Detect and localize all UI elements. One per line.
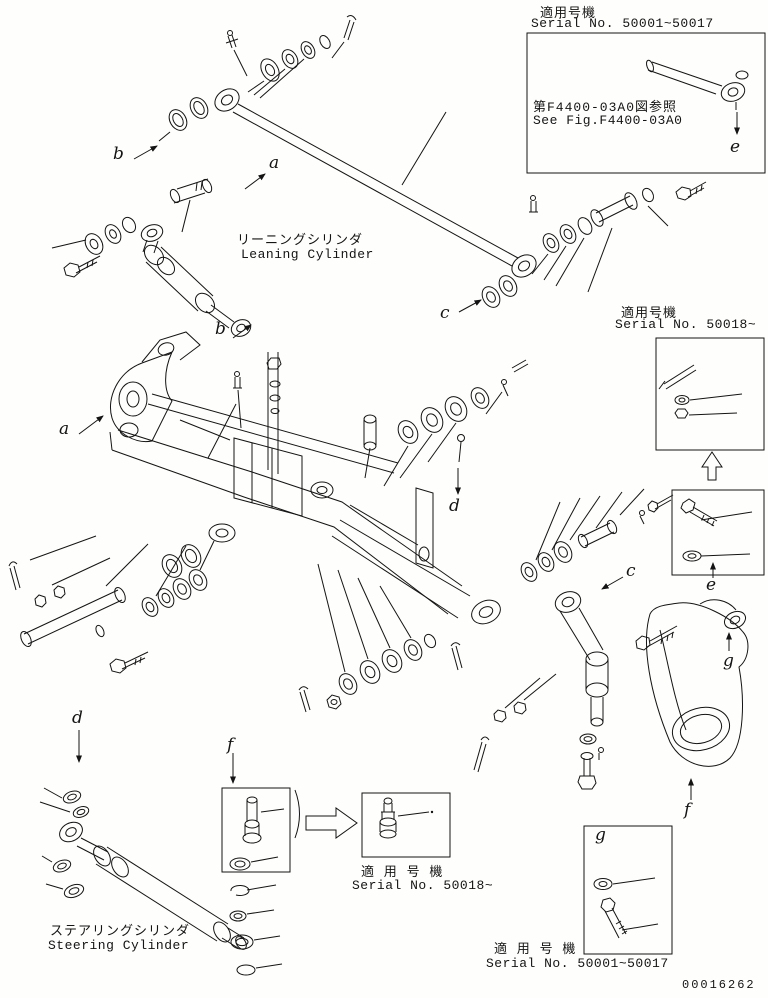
- note-bottom-right-jp: 適 用 号 機: [494, 942, 577, 957]
- note-top-right-en: Serial No. 50001~50017: [531, 16, 714, 31]
- ref-box-serial-50018-pin: [655, 337, 765, 451]
- note-ref-fig-en: See Fig.F4400-03A0: [533, 113, 683, 128]
- right-block-arrow: [305, 807, 358, 839]
- ref-box-washer-bolt-g: [583, 825, 673, 955]
- note-top-right-jp: 適用号機: [540, 6, 597, 21]
- note-bottom-mid-en: Serial No. 50018~: [352, 878, 494, 893]
- callout-a-housing: a: [59, 419, 70, 439]
- note-bottom-right-en: Serial No. 50001~50017: [486, 956, 669, 971]
- bushing-row-center: [363, 359, 529, 487]
- callout-c-knuckle-arm: c: [626, 561, 636, 581]
- callout-e-bolt-box: e: [706, 575, 717, 595]
- callout-g-knuckle: g: [723, 651, 734, 671]
- note-mid-right-en: Serial No. 50018~: [615, 317, 757, 332]
- leaning-cylinder: [140, 224, 252, 337]
- callout-e-ref-box: e: [730, 137, 741, 157]
- up-block-arrow: [701, 451, 723, 481]
- callout-g-ref-box: g: [595, 825, 606, 845]
- seal-kit-stack-f: [229, 856, 283, 976]
- ref-box-valve-f: [221, 787, 300, 873]
- kingpin-parts-right: [520, 488, 674, 582]
- callout-d-center: d: [449, 496, 460, 516]
- pivot-pin-small: [169, 178, 213, 233]
- note-bottom-mid-jp: 適 用 号 機: [361, 865, 444, 880]
- callout-f-knuckle-bottom: f: [684, 800, 691, 820]
- tie-rod-assembly: [158, 15, 537, 308]
- steering-knuckle: [554, 591, 749, 790]
- callout-b-housing: b: [215, 319, 226, 339]
- note-ref-fig-jp: 第F4400-03A0図参照: [533, 100, 678, 115]
- tie-rod-end-parts-right: [529, 181, 707, 293]
- axle-housing: [109, 331, 501, 625]
- part-number: 00016262: [682, 978, 756, 992]
- label-steering-cylinder-en: Steering Cylinder: [48, 938, 190, 953]
- ref-box-grease-fitting: [361, 792, 451, 858]
- ref-box-bolt-washer-e: [671, 489, 765, 578]
- bushing-row-bottom: [298, 563, 557, 773]
- label-steering-cylinder-jp: ステアリングシリンダ: [50, 924, 191, 939]
- ref-box-tie-rod-end: [526, 32, 766, 174]
- pivot-pin-group-left: [8, 535, 215, 674]
- callout-a-pin: a: [269, 153, 280, 173]
- callout-b-tie-rod: b: [113, 144, 124, 164]
- note-mid-right-jp: 適用号機: [621, 306, 678, 321]
- label-leaning-cylinder-jp: リーニングシリンダ: [237, 233, 364, 248]
- label-leaning-cylinder-en: Leaning Cylinder: [241, 247, 374, 262]
- washer-stack-top-left: [51, 216, 137, 278]
- callout-f-valve: f: [227, 735, 234, 755]
- callout-arrows: [76, 145, 732, 800]
- callout-d-steering-cyl: d: [72, 708, 83, 728]
- callout-c-tie-rod-end: c: [440, 303, 450, 323]
